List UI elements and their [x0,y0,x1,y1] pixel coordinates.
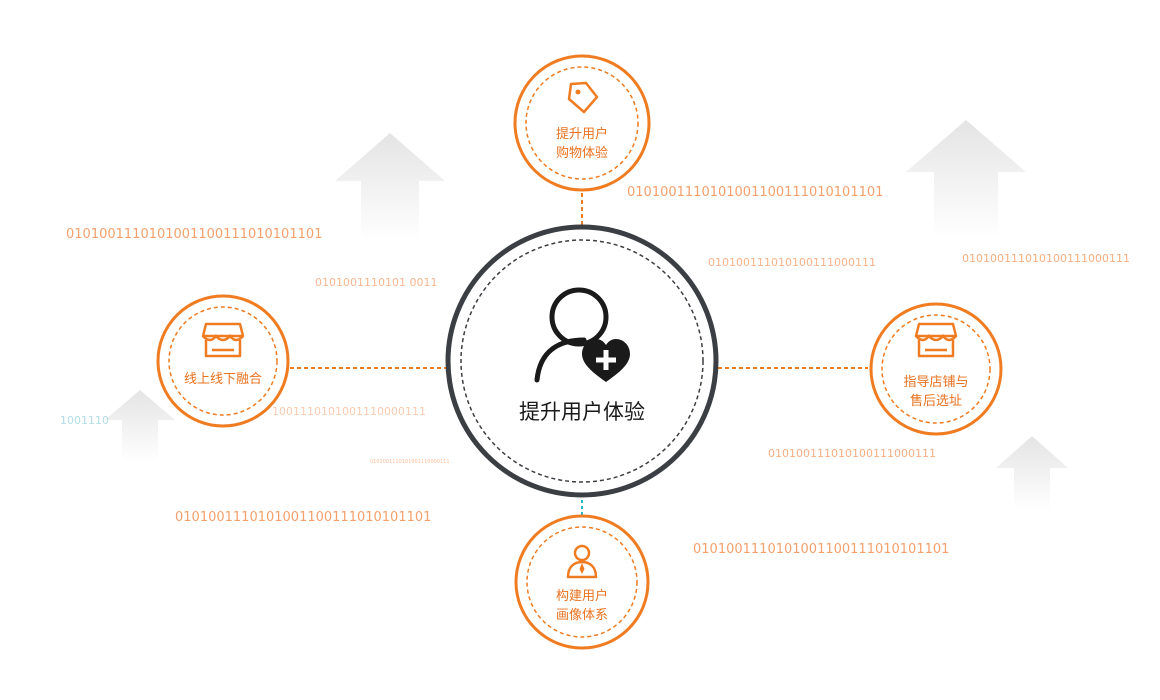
user-heart-plus-icon [534,287,630,383]
node-online-offline: 线上线下融合 [156,294,290,428]
bg-arrow-up-icon [906,120,1026,238]
binary-text: 0101001110101001110000111 [370,459,450,465]
binary-text: 010100111010100111000111 [768,447,936,460]
node-label-line1: 指导店铺与 [903,375,968,390]
node-label-line1: 构建用户 [556,588,608,604]
binary-text: 1001110 [60,414,109,427]
node-label-line1: 提升用户 [556,126,608,142]
storefront-icon [914,322,958,358]
background-arrows [105,120,1068,510]
connectors [290,193,868,515]
node-label-line1: 线上线下融合 [184,372,262,387]
binary-text: 1001110101001110000111 [272,405,426,418]
binary-text-group: 0101001110101001100111010101101 01010011… [60,185,1130,557]
bg-arrow-up-icon [335,133,445,242]
node-label-line2: 画像体系 [556,608,608,623]
binary-text: 010100111010100111000111 [962,252,1130,265]
bg-arrow-up-icon [105,390,175,462]
node-label-line2: 购物体验 [556,145,608,161]
node-shopping-experience: 提升用户 购物体验 [513,54,651,192]
binary-text: 0101001110101 0011 [315,276,437,289]
binary-text: 0101001110101001100111010101101 [693,542,949,557]
node-store-guidance: 指导店铺与 售后选址 [869,302,1003,436]
node-user-profile: 构建用户 画像体系 [514,514,650,650]
node-label-line2: 售后选址 [910,393,962,409]
center-label: 提升用户体验 [519,400,645,424]
bg-arrow-up-icon [996,436,1068,510]
binary-text: 0101001110101001100111010101101 [175,510,431,525]
binary-text: 0101001110101001100111010101101 [66,227,322,242]
binary-text: 0101001110101001100111010101101 [627,185,883,200]
price-tag-icon [567,81,599,114]
storefront-icon [201,322,245,358]
user-profile-icon [566,544,598,579]
center-node: 提升用户体验 [445,224,719,498]
binary-text: 010100111010100111000111 [708,256,876,269]
